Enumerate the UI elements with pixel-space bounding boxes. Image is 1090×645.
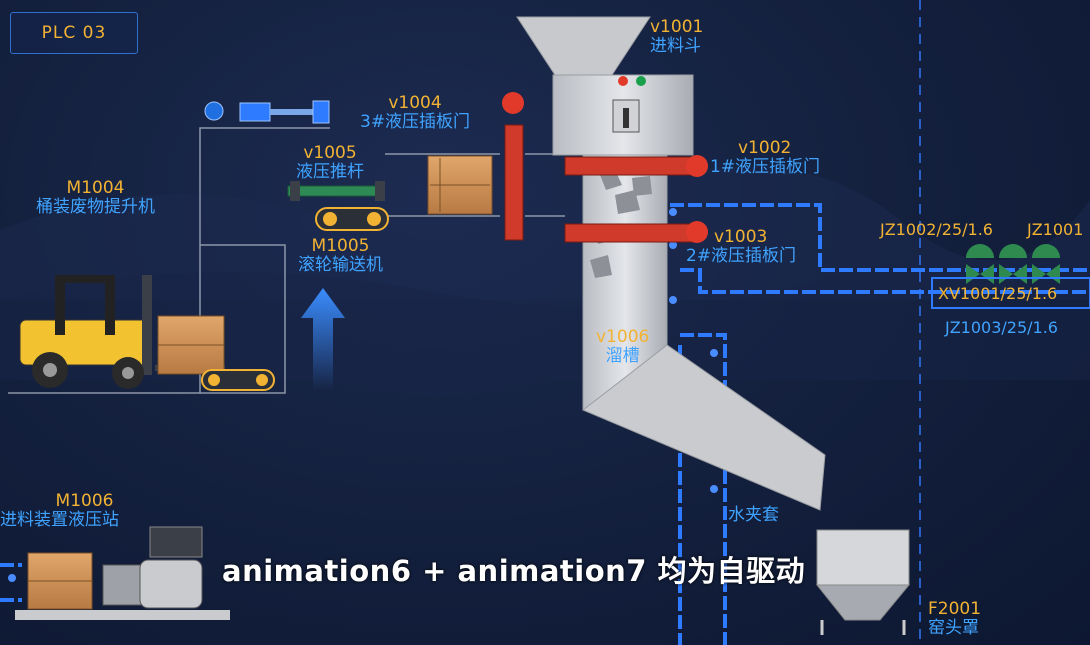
forklift-graphic [19, 275, 225, 389]
conveyor-graphic [315, 207, 389, 231]
hydraulic-station-label: M1006 进料装置液压站 [0, 492, 119, 530]
gate2-name: 2#液压插板门 [686, 246, 797, 266]
chute-code: v1006 [596, 327, 650, 347]
hopper-code: v1001 [650, 17, 704, 37]
chute-name: 溜槽 [605, 346, 640, 366]
kiln-hood-graphic [815, 529, 911, 635]
valve-tag-jz1002: JZ1002/25/1.6 [880, 220, 993, 239]
conveyor-code: M1005 [311, 236, 370, 256]
hopper-graphic [516, 16, 694, 156]
kiln-hood-name: 窑头罩 [928, 618, 979, 638]
pusher-graphic [287, 181, 385, 201]
hopper-label: v1001 进料斗 [650, 18, 703, 56]
hopper-name: 进料斗 [650, 36, 701, 56]
gate3-code: v1004 [388, 93, 442, 113]
plc-badge[interactable]: PLC 03 [10, 12, 138, 54]
conveyor-name: 滚轮输送机 [298, 255, 383, 275]
cylinder-graphic [204, 100, 330, 124]
pusher-code: v1005 [303, 143, 357, 163]
hydraulic-station-graphic [15, 526, 230, 620]
gate1-code: v1002 [738, 138, 792, 158]
chute-label: v1006 溜槽 [596, 328, 649, 366]
gate1-name: 1#液压插板门 [710, 157, 821, 177]
valve-tag-xv1001: XV1001/25/1.6 [938, 284, 1058, 303]
animation-caption: animation6 + animation7 均为自驱动 [222, 554, 806, 588]
gate1-label: v1002 1#液压插板门 [710, 139, 820, 177]
lifter-name: 桶装废物提升机 [36, 197, 155, 217]
pusher-name: 液压推杆 [296, 162, 364, 182]
kiln-hood-code: F2001 [928, 599, 982, 619]
pusher-label: v1005 液压推杆 [296, 144, 364, 182]
lifter-code: M1004 [66, 178, 125, 198]
hydraulic-station-code: M1006 [55, 491, 114, 511]
gate2-code: v1003 [714, 227, 768, 247]
gate3-name: 3#液压插板门 [360, 112, 471, 132]
gate2-label: v1003 2#液压插板门 [686, 228, 796, 266]
valve-group [931, 244, 1090, 309]
kiln-hood-label: F2001 窑头罩 [928, 600, 981, 638]
hydraulic-station-name: 进料装置液压站 [0, 510, 119, 530]
chute-graphic [582, 154, 826, 511]
valve-tag-jz1003: JZ1003/25/1.6 [945, 318, 1058, 337]
valve-tag-jz1001: JZ1001 [1027, 220, 1084, 239]
water-jacket-label: 水夹套 [728, 505, 779, 525]
conveyor-label: M1005 滚轮输送机 [298, 237, 383, 275]
box-gate [427, 155, 493, 215]
lifter-label: M1004 桶装废物提升机 [36, 179, 155, 217]
gate3-label: v1004 3#液压插板门 [360, 94, 470, 132]
